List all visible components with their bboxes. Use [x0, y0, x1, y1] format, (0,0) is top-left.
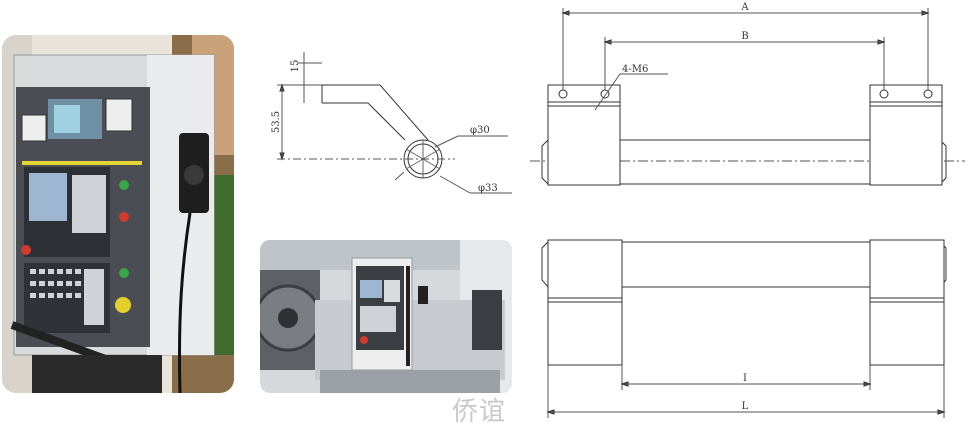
dim-L-arrow-left [546, 409, 555, 415]
dim-phi30-label: φ30 [470, 125, 490, 136]
dim-I-arrow-right [863, 381, 872, 387]
dim-L-label: L [742, 401, 749, 412]
clamp-arm-top-edge [322, 84, 429, 141]
dim-A-arrow-left [561, 10, 570, 16]
tube-top-view [530, 8, 965, 186]
dim-53-5-label: 53.5 [271, 111, 282, 133]
dim-53-arrow-top [279, 83, 285, 92]
control-cabinet-image [2, 35, 234, 393]
dim-15-label: 15 [290, 60, 301, 73]
dim-B-arrow-left [603, 39, 612, 45]
dim-B-arrow-right [877, 39, 886, 45]
clamp-drawing [277, 52, 512, 194]
hole-note-label: 4-M6 [622, 64, 648, 75]
dim-B-label: B [741, 31, 748, 42]
photo-lathe-panel [260, 240, 512, 393]
dim-I-label: I [743, 373, 747, 384]
leader-phi33-back [394, 171, 405, 181]
dim-L-arrow-right [937, 409, 946, 415]
photo-control-cabinet [2, 35, 234, 393]
lathe-panel-image [260, 240, 512, 393]
clamp-right-top [869, 84, 943, 186]
dim-phi33-label: φ33 [478, 183, 498, 194]
leader-m6 [594, 73, 621, 111]
dim-A-arrow-right [921, 10, 930, 16]
leader-phi30 [434, 135, 459, 148]
dim-53-arrow-bottom [279, 152, 285, 161]
leader-phi33 [439, 175, 471, 194]
dim-I-arrow-left [620, 381, 629, 387]
clamp-arm-bottom-edge [322, 102, 406, 141]
clamp-left-top [547, 84, 621, 186]
watermark-text: 侨谊 [452, 397, 507, 427]
tube-bottom-view [541, 239, 947, 418]
dim-A-label: A [740, 2, 749, 13]
